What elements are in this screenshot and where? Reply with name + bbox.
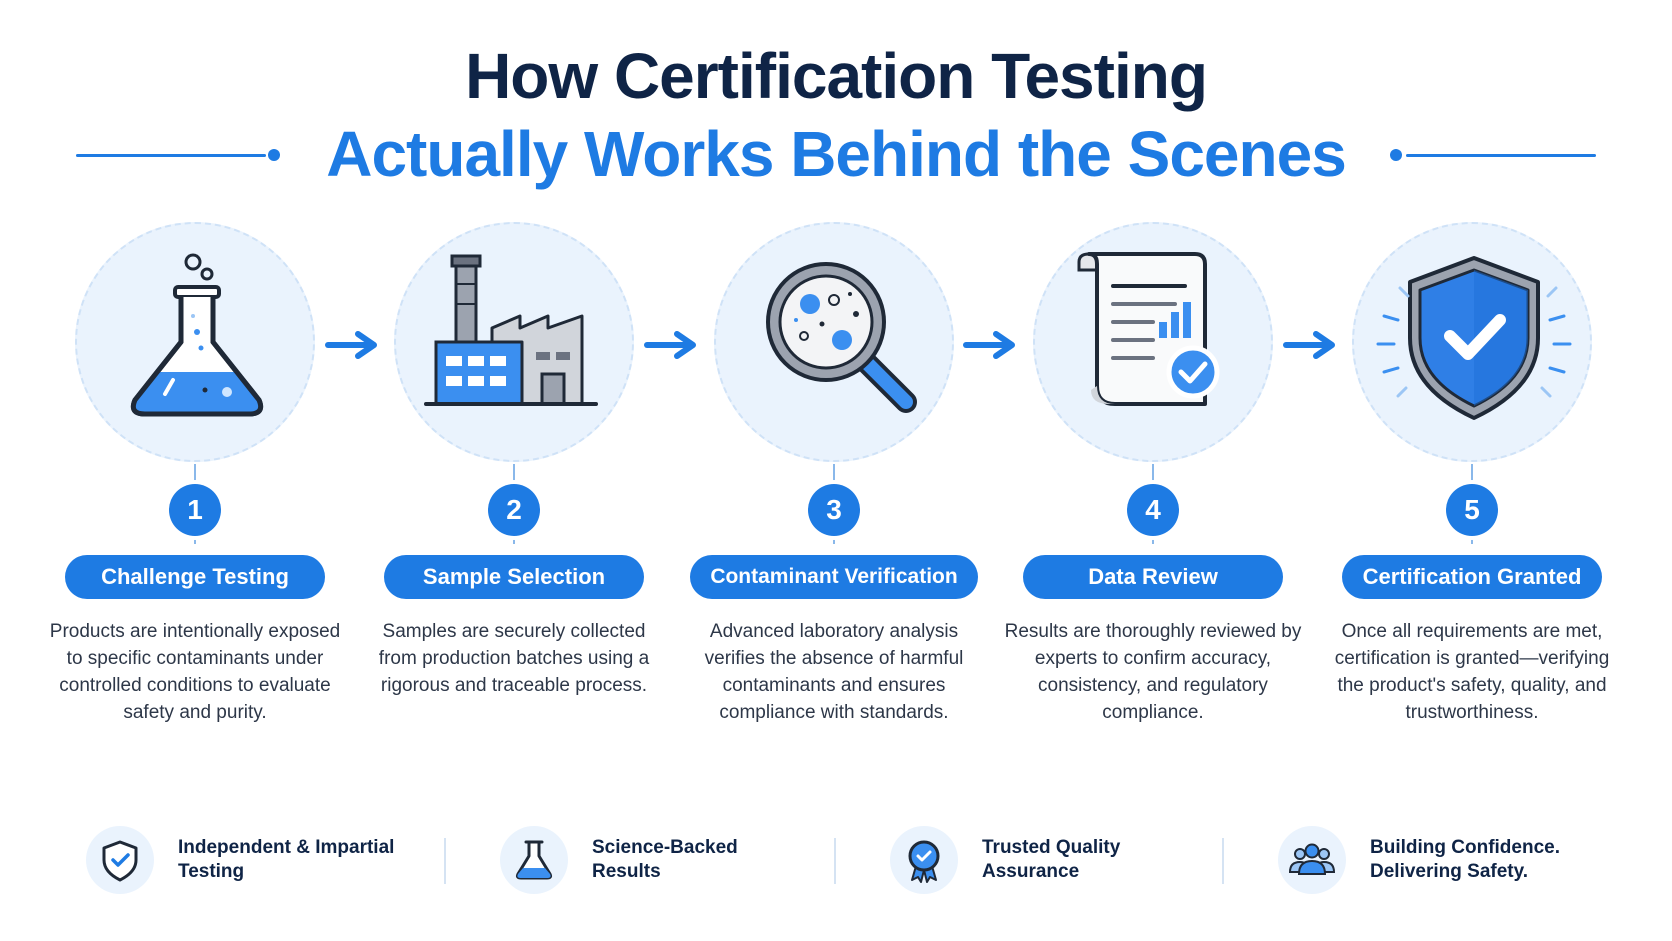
step-description: Products are intentionally exposed to sp… <box>49 621 341 723</box>
step-label: Certification Granted <box>1342 555 1602 599</box>
footer-icon-circle <box>500 826 568 894</box>
footer-line1: Building Confidence. <box>1370 837 1560 858</box>
left-decorative-line <box>76 154 266 157</box>
step-label: Challenge Testing <box>65 555 325 599</box>
footer-line2: Delivering Safety. <box>1370 861 1529 882</box>
flask-icon <box>515 840 553 880</box>
step-description: Once all requirements are met, certifica… <box>1334 621 1610 723</box>
arrow-right-icon <box>1283 331 1335 359</box>
footer-icon-circle <box>86 826 154 894</box>
page-subtitle: Actually Works Behind the Scenes <box>326 118 1347 190</box>
footer-text: Building Confidence. Delivering Safety. <box>1370 836 1610 884</box>
report-icon <box>1077 252 1220 406</box>
step-label: Sample Selection <box>384 555 644 599</box>
step-number-badge: 4 <box>1127 484 1179 536</box>
footer-line1: Trusted Quality <box>982 837 1121 858</box>
footer-line2: Assurance <box>982 861 1080 882</box>
subtitle-row: Actually Works Behind the Scenes <box>0 114 1672 194</box>
step-description: Advanced laboratory analysis verifies th… <box>704 621 964 723</box>
step-label: Data Review <box>1023 555 1283 599</box>
factory-icon <box>424 254 598 406</box>
step-description: Samples are securely collected from prod… <box>378 621 650 696</box>
step-number-badge: 1 <box>169 484 221 536</box>
flask-icon <box>130 253 264 417</box>
footer-icon-circle <box>1278 826 1346 894</box>
footer-text: Trusted Quality Assurance <box>982 836 1222 884</box>
step-label: Contaminant Verification <box>690 555 978 599</box>
arrow-right-icon <box>325 331 377 359</box>
step-number-badge: 2 <box>488 484 540 536</box>
step-description: Results are thoroughly reviewed by exper… <box>1004 621 1302 723</box>
left-decorative-dot <box>268 149 280 161</box>
arrow-right-icon <box>963 331 1015 359</box>
right-decorative-line <box>1406 154 1596 157</box>
shield-check-icon <box>102 840 138 882</box>
step-icon-circle <box>714 222 954 462</box>
footer-divider <box>1222 838 1224 884</box>
footer-divider <box>834 838 836 884</box>
step-icon-circle <box>394 222 634 462</box>
footer-icon-circle <box>890 826 958 894</box>
step-number-badge: 3 <box>808 484 860 536</box>
step-number-badge: 5 <box>1446 484 1498 536</box>
people-group-icon <box>1288 843 1336 875</box>
footer-line2: Testing <box>178 861 245 882</box>
footer-divider <box>444 838 446 884</box>
shield-check-icon <box>1376 256 1572 420</box>
award-ribbon-icon <box>908 840 940 883</box>
step-icon-circle <box>75 222 315 462</box>
footer-text: Science-Backed Results <box>592 836 832 884</box>
arrow-right-icon <box>644 331 696 359</box>
page-title: How Certification Testing <box>465 40 1208 112</box>
footer-line2: Results <box>592 861 661 882</box>
title-block: How Certification Testing Actually Works… <box>0 40 1672 194</box>
footer-line1: Science-Backed <box>592 837 738 858</box>
magnifier-icon <box>766 262 917 413</box>
footer-text: Independent & Impartial Testing <box>178 836 418 884</box>
right-decorative-dot <box>1390 149 1402 161</box>
step-icon-circle <box>1033 222 1273 462</box>
footer-line1: Independent & Impartial <box>178 837 395 858</box>
step-icon-circle <box>1352 222 1592 462</box>
